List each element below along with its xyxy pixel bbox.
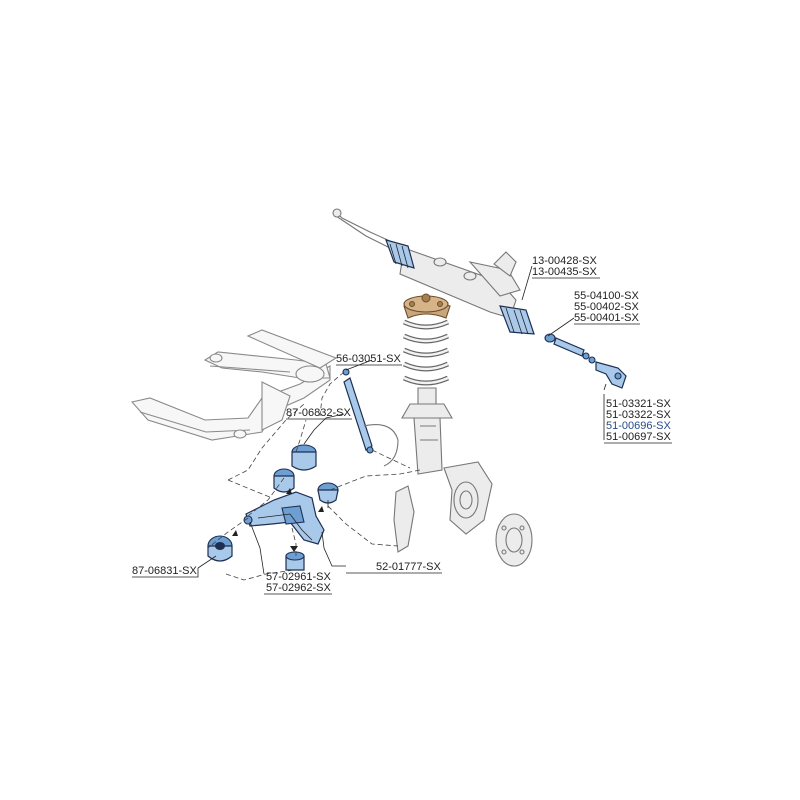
- strut-assembly: [401, 293, 453, 475]
- outer-tie-rod-end: [588, 356, 627, 389]
- part-number-label: 87-06831-SX: [132, 565, 197, 577]
- inner-tie-rod: [544, 333, 590, 360]
- rack-boot-left: [385, 239, 415, 269]
- arrow-icon: [318, 506, 324, 512]
- label-group-tieend: 51-03321-SX 51-03322-SX 51-00696-SX 51-0…: [604, 398, 672, 444]
- part-number-label: 55-00402-SX: [574, 301, 639, 313]
- part-number-label: 87-06832-SX: [286, 407, 351, 419]
- part-number-label: 13-00435-SX: [532, 266, 597, 278]
- label-group-tierod: 55-04100-SX 55-00402-SX 55-00401-SX: [574, 290, 640, 325]
- label-group-bushtop: 87-06832-SX: [286, 407, 352, 420]
- ball-joint: [317, 482, 339, 508]
- arrow-icon: [232, 530, 238, 536]
- brake-shield: [393, 485, 415, 553]
- wheel-hub: [495, 513, 533, 567]
- arrow-icon: [290, 546, 298, 552]
- part-number-label: 57-02961-SX: [266, 571, 331, 583]
- control-arm-lower-bushing: [285, 551, 305, 571]
- assembly-arrows: [232, 488, 324, 552]
- label-group-arm: 57-02961-SX 57-02962-SX: [264, 571, 332, 595]
- part-number-label: 52-01777-SX: [376, 561, 441, 573]
- lower-control-arm: [243, 491, 325, 545]
- label-group-link: 56-03051-SX: [336, 353, 402, 366]
- assembly-lines: [207, 371, 421, 581]
- label-group-balljoint: 52-01777-SX: [346, 561, 442, 574]
- label-group-bushfront: 87-06831-SX: [132, 565, 199, 578]
- part-number-label: 55-04100-SX: [574, 290, 639, 302]
- part-number-label: 57-02962-SX: [266, 582, 331, 594]
- part-number-label: 51-00697-SX: [606, 431, 671, 443]
- part-number-label-highlighted: 51-00696-SX: [606, 420, 671, 432]
- arrow-icon: [286, 488, 292, 494]
- control-arm-front-bushing: [207, 535, 233, 562]
- part-number-label: 51-03322-SX: [606, 409, 671, 421]
- rack-boot-right: [499, 305, 535, 335]
- label-group-rack: 13-00428-SX 13-00435-SX: [532, 255, 600, 279]
- stabilizer-link: [342, 368, 399, 467]
- control-arm-rear-bushing: [273, 444, 317, 493]
- part-number-label: 13-00428-SX: [532, 255, 597, 267]
- steering-knuckle: [443, 461, 493, 535]
- subframe: [130, 329, 338, 441]
- part-number-label: 51-03321-SX: [606, 398, 671, 410]
- steering-rack: [332, 208, 535, 335]
- leader-lines: [197, 265, 607, 575]
- part-number-label: 55-00401-SX: [574, 312, 639, 324]
- part-number-label: 56-03051-SX: [336, 353, 401, 365]
